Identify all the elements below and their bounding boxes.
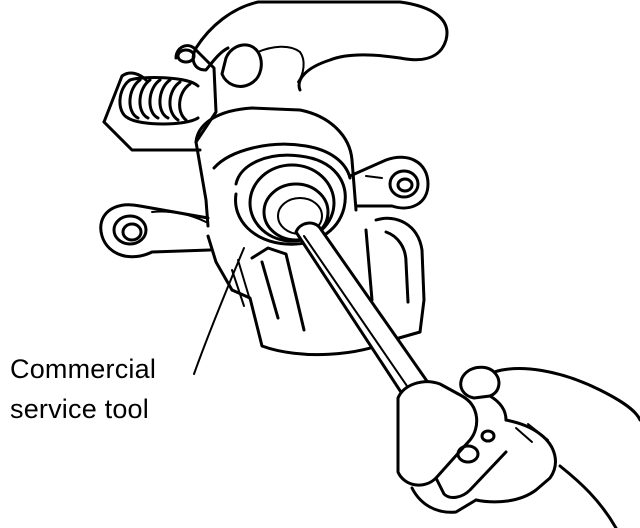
callout-label-line1: Commercial [10,354,157,384]
service-tool-shaft [294,221,438,414]
parking-brake-spring [102,71,202,152]
ratchet-head [396,380,508,499]
upper-hand [191,0,449,92]
lever-bracket [174,44,218,144]
callout-label-line2: service tool [10,394,149,424]
caliper-piston [234,153,347,246]
callout-leader-line [193,247,245,375]
caliper-body [99,106,430,259]
lower-hand [410,365,640,528]
